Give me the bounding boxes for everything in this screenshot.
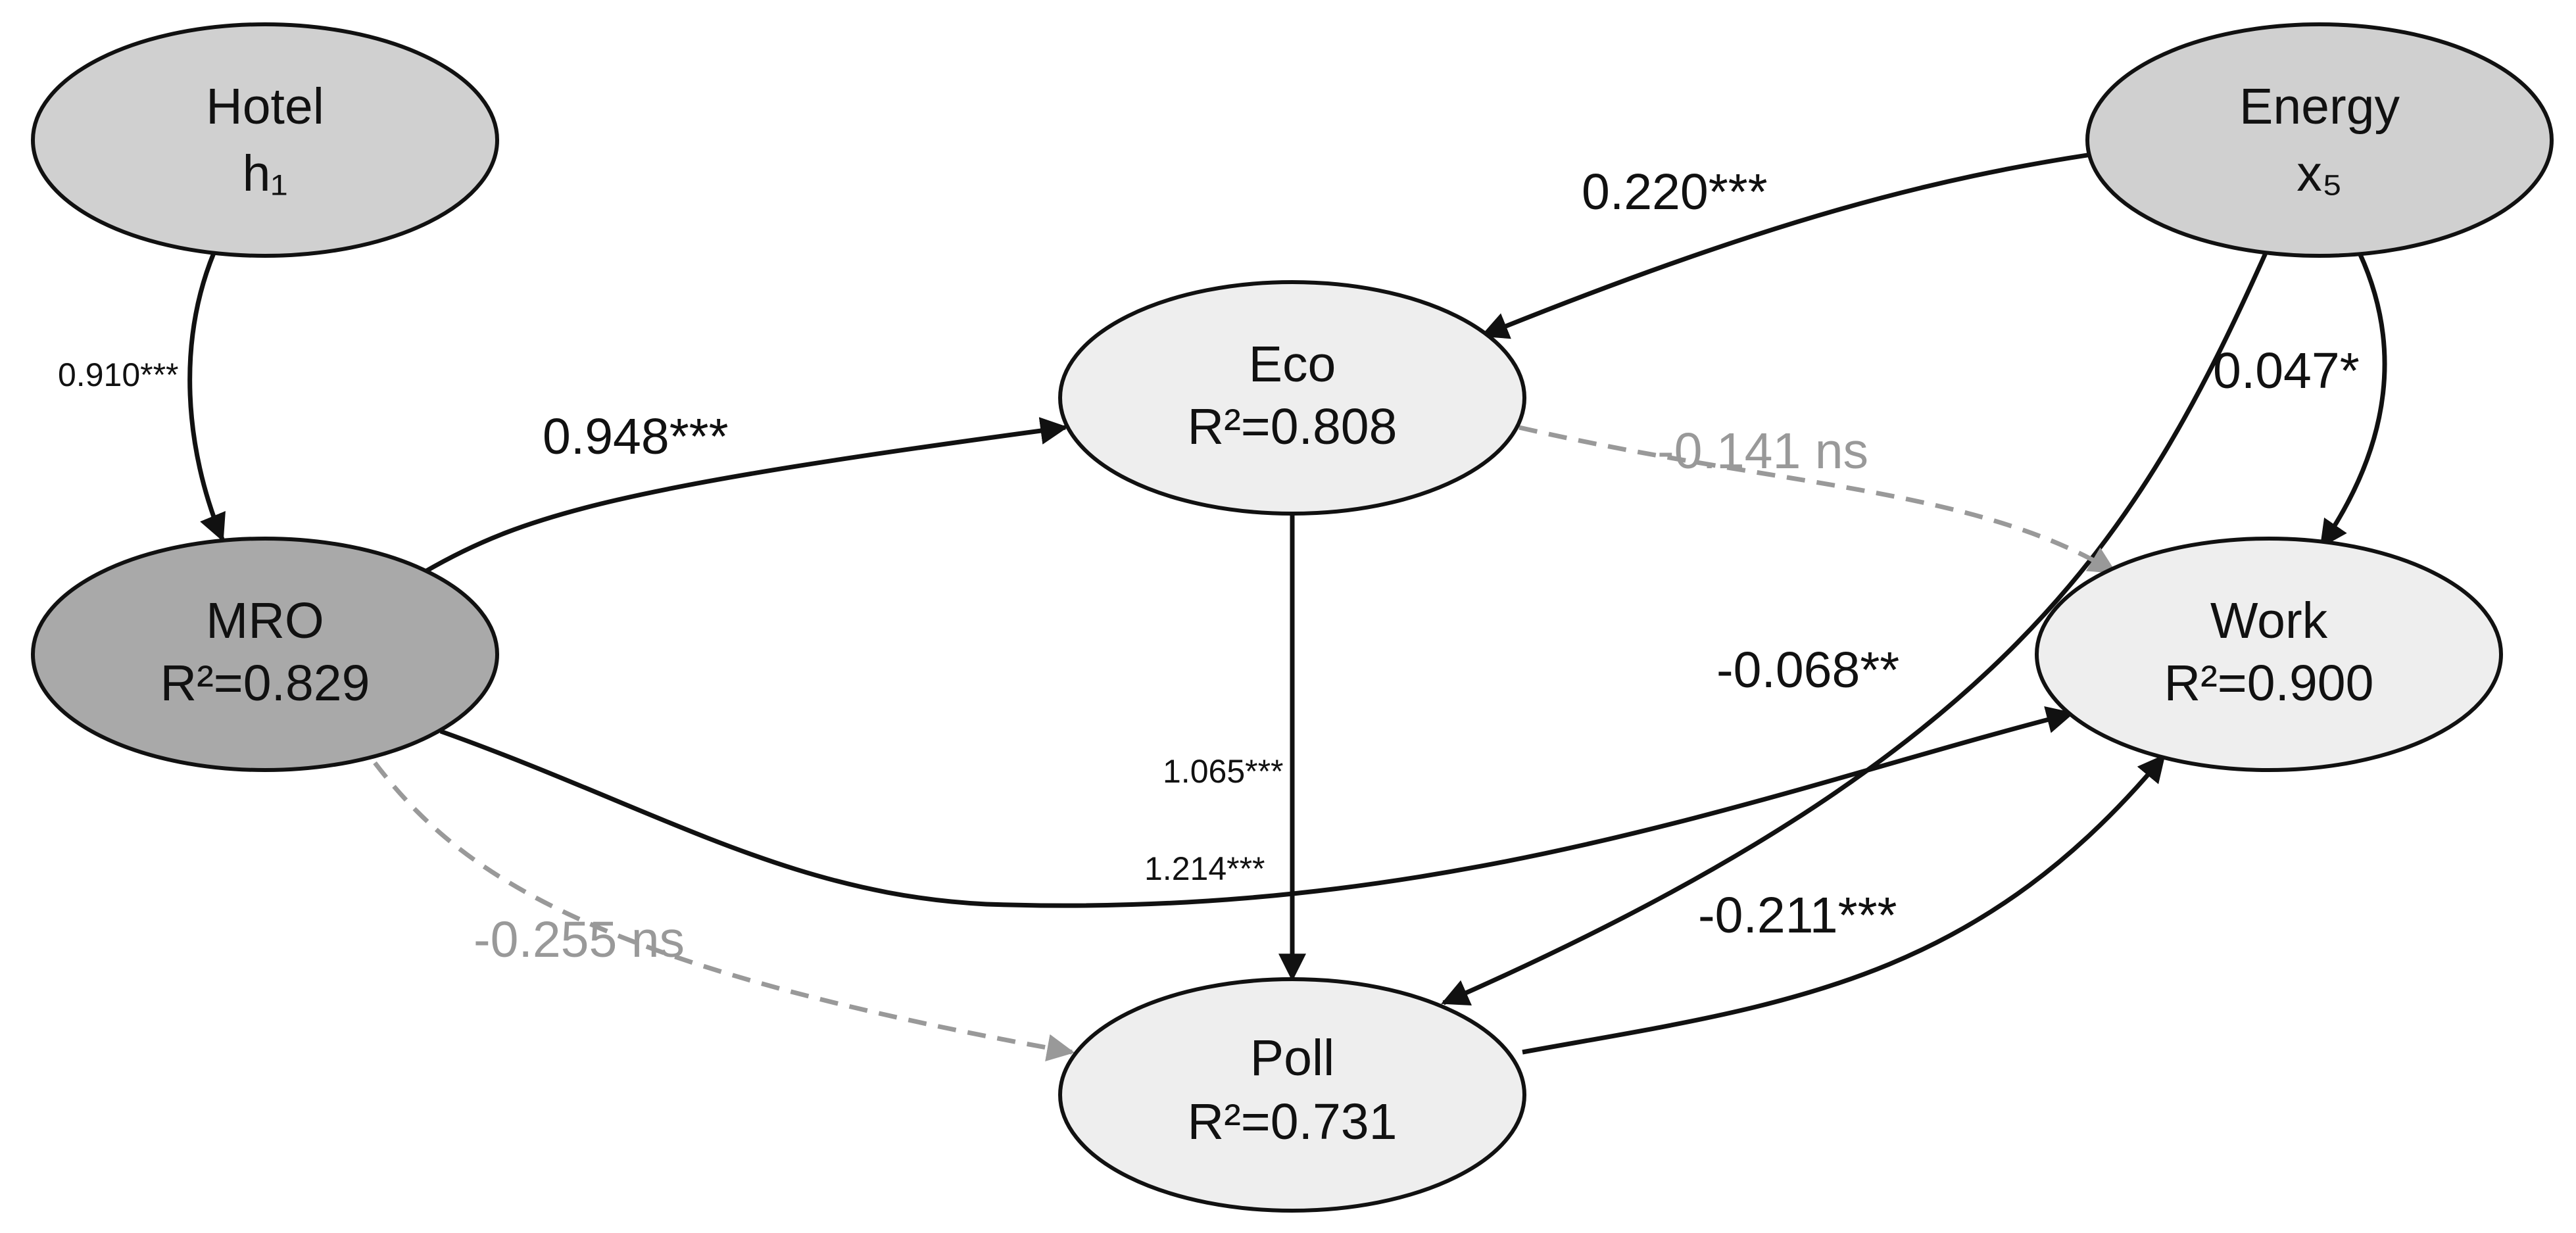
edge-energy-to-eco bbox=[1480, 152, 2092, 339]
label-mro-to-poll: -0.255 ns bbox=[474, 911, 685, 968]
label-energy-to-eco: 0.220*** bbox=[1582, 164, 1768, 220]
node-mro-r2: R²=0.829 bbox=[160, 655, 370, 712]
node-mro-shape bbox=[31, 537, 499, 772]
node-hotel-shape bbox=[31, 22, 499, 258]
node-hotel-sub: h₁ bbox=[243, 145, 288, 202]
label-energy-to-work: 0.047* bbox=[2213, 343, 2360, 399]
node-eco-r2: R²=0.808 bbox=[1188, 399, 1397, 455]
node-hotel-name: Hotel bbox=[206, 78, 324, 135]
node-work-r2: R²=0.900 bbox=[2164, 655, 2374, 712]
node-poll-name: Poll bbox=[1250, 1030, 1334, 1086]
label-mro-to-eco: 0.948*** bbox=[543, 408, 729, 465]
node-eco: Eco R²=0.808 bbox=[1058, 280, 1526, 516]
node-hotel: Hotel h₁ bbox=[31, 22, 499, 258]
label-eco-to-work: -0.141 ns bbox=[1657, 423, 1868, 479]
edge-energy-to-poll bbox=[1441, 252, 2268, 1006]
node-poll: Poll R²=0.731 bbox=[1058, 977, 1526, 1213]
node-energy-sub: x₅ bbox=[2297, 145, 2343, 202]
node-eco-name: Eco bbox=[1249, 336, 1336, 393]
label-eco-to-poll: 1.065*** bbox=[1163, 753, 1284, 790]
edge-poll-to-work bbox=[1522, 754, 2166, 1055]
node-poll-r2: R²=0.731 bbox=[1188, 1094, 1397, 1150]
label-poll-to-work: -0.211*** bbox=[1698, 887, 1897, 944]
node-work-name: Work bbox=[2210, 592, 2328, 649]
node-work: Work R²=0.900 bbox=[2035, 537, 2503, 772]
label-mro-to-work: 1.214*** bbox=[1144, 850, 1265, 887]
node-work-shape bbox=[2035, 537, 2503, 772]
edge-mro-to-work bbox=[439, 706, 2075, 908]
edge-energy-to-work bbox=[2320, 252, 2387, 548]
node-energy-shape bbox=[2085, 22, 2554, 258]
node-energy: Energy x₅ bbox=[2085, 22, 2554, 258]
node-energy-name: Energy bbox=[2239, 78, 2400, 135]
label-hotel-to-mro: 0.910*** bbox=[58, 356, 179, 393]
node-eco-shape bbox=[1058, 280, 1526, 516]
edge-hotel-to-mro bbox=[187, 252, 226, 542]
node-mro: MRO R²=0.829 bbox=[31, 537, 499, 772]
node-poll-shape bbox=[1058, 977, 1526, 1213]
edge-eco-to-work bbox=[1519, 425, 2117, 574]
label-energy-to-poll: -0.068** bbox=[1716, 642, 1899, 698]
edge-mro-to-eco bbox=[423, 417, 1069, 575]
node-mro-name: MRO bbox=[206, 592, 324, 649]
edge-mro-to-poll bbox=[373, 761, 1075, 1062]
